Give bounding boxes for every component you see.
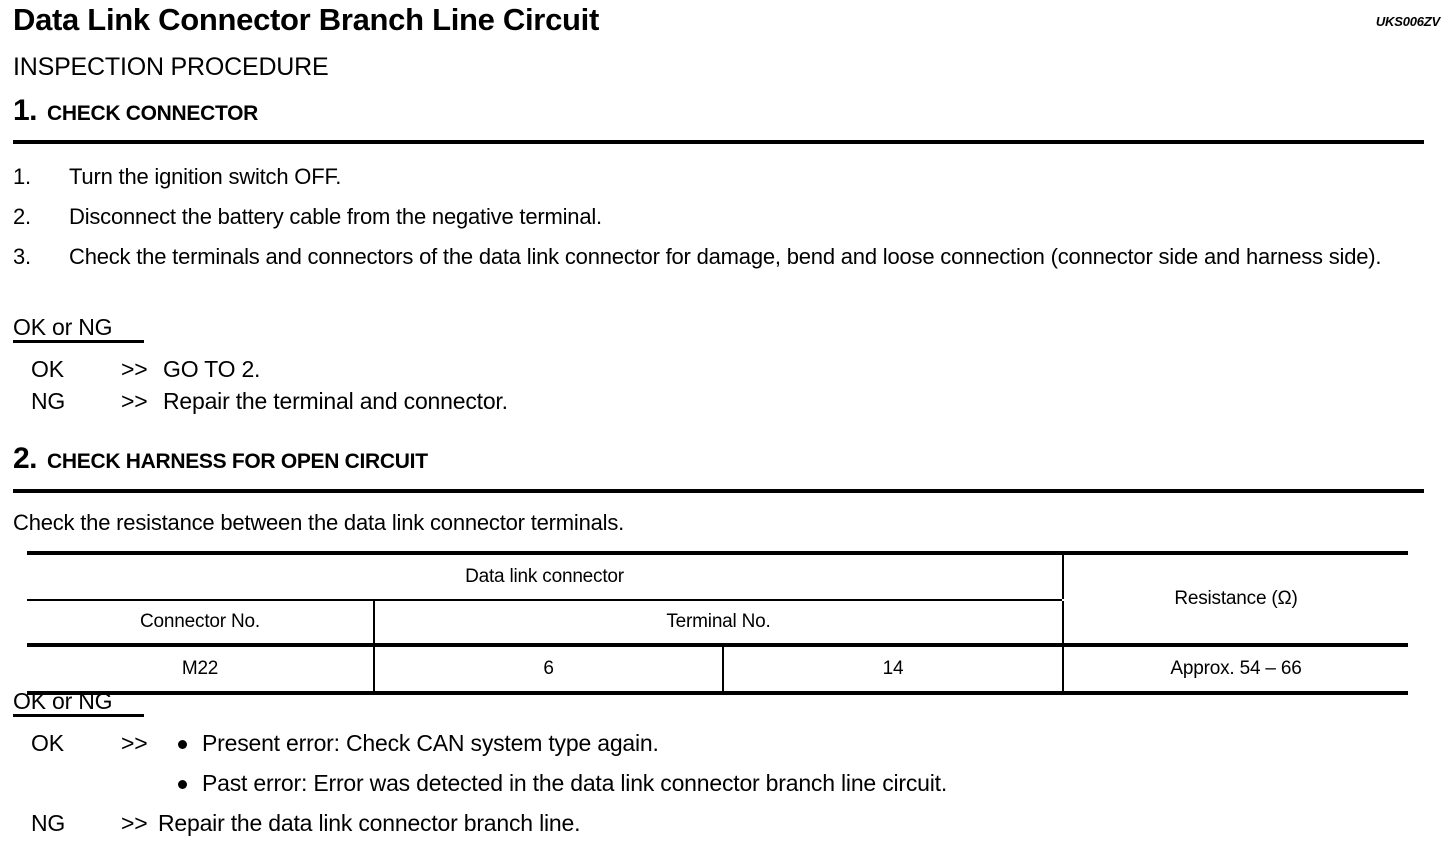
table-row: M22 6 14 Approx. 54 – 66 xyxy=(27,647,1408,691)
step-2-result-ng: NG >> Repair the data link connector bra… xyxy=(31,808,580,838)
step-2-ok-bullet-1: Present error: Check CAN system type aga… xyxy=(178,728,659,758)
step-1-result-label: OK or NG xyxy=(13,314,145,343)
step-2-label: CHECK HARNESS FOR OPEN CIRCUIT xyxy=(47,450,428,473)
bullet-icon xyxy=(178,740,187,749)
table-vline-terminals xyxy=(722,647,724,691)
step-1-divider xyxy=(13,140,1424,144)
table-cell-connector-no: M22 xyxy=(181,658,219,679)
table-vline-resistance xyxy=(1062,555,1064,599)
result-tag: OK xyxy=(31,356,64,382)
table-header-row-1: Data link connector Resistance (Ω) xyxy=(27,555,1408,609)
table-vline-resistance-3 xyxy=(1062,647,1064,691)
step-1-heading: 1. CHECK CONNECTOR xyxy=(13,96,258,126)
result-tag: NG xyxy=(31,810,66,836)
result-text: Repair the terminal and connector. xyxy=(163,388,508,414)
step-2-divider xyxy=(13,489,1424,493)
table-body-top-border xyxy=(27,643,1408,647)
table-vline-connector xyxy=(373,601,375,643)
result-arrow: >> xyxy=(121,388,148,414)
result-tag: NG xyxy=(31,388,66,414)
step-1-number: 1. xyxy=(13,94,38,127)
table-subheader-divider xyxy=(27,599,1408,601)
step-2-ok-bullet-2: Past error: Error was detected in the da… xyxy=(178,768,947,798)
list-item-text: Turn the ignition switch OFF. xyxy=(69,164,342,189)
table-bottom-border xyxy=(27,691,1408,695)
table-vline-connector-3 xyxy=(373,647,375,691)
bullet-text: Present error: Check CAN system type aga… xyxy=(202,730,659,756)
table-cell-terminal-a: 6 xyxy=(543,658,554,679)
result-text: GO TO 2. xyxy=(163,356,261,382)
table-vline-resistance-2 xyxy=(1062,601,1064,643)
step-1-label: CHECK CONNECTOR xyxy=(47,102,258,125)
bullet-text: Past error: Error was detected in the da… xyxy=(202,770,948,796)
table-top-border xyxy=(27,551,1408,555)
result-arrow: >> xyxy=(121,356,148,382)
table-header-resistance: Resistance (Ω) xyxy=(1174,588,1298,609)
step-2-heading: 2. CHECK HARNESS FOR OPEN CIRCUIT xyxy=(13,444,428,474)
step-2-instruction-text: Check the resistance between the data li… xyxy=(13,510,625,535)
list-item-text: Disconnect the battery cable from the ne… xyxy=(69,204,602,229)
result-arrow: >> xyxy=(121,810,148,836)
result-tag: OK xyxy=(31,730,64,756)
document-header: Data Link Connector Branch Line Circuit … xyxy=(0,0,1456,44)
step-2-result-label: OK or NG xyxy=(13,688,145,717)
document-code: UKS006ZV xyxy=(1375,14,1440,29)
result-arrow: >> xyxy=(121,730,148,756)
table-header-row-2: Connector No. Terminal No. xyxy=(27,601,1408,643)
list-item-number: 3. xyxy=(13,244,31,269)
table-group-header-data-link-connector: Data link connector xyxy=(465,566,624,587)
list-item: 1. Turn the ignition switch OFF. xyxy=(13,162,1424,191)
list-item: 3. Check the terminals and connectors of… xyxy=(13,242,1424,271)
step-2-instruction: Check the resistance between the data li… xyxy=(13,508,1424,537)
step-1-result-ng: NG >> Repair the terminal and connector. xyxy=(31,386,508,416)
bullet-icon xyxy=(178,780,187,789)
step-2-number: 2. xyxy=(13,442,38,475)
list-item-text: Check the terminals and connectors of th… xyxy=(69,244,1382,269)
page-title: Data Link Connector Branch Line Circuit xyxy=(13,2,599,37)
list-item-number: 2. xyxy=(13,204,31,229)
step-1-result-ok: OK >> GO TO 2. xyxy=(31,354,260,384)
result-text: Repair the data link connector branch li… xyxy=(158,810,581,836)
table-header-connector-no: Connector No. xyxy=(140,611,260,632)
section-subtitle: INSPECTION PROCEDURE xyxy=(13,53,329,81)
table-header-terminal-no: Terminal No. xyxy=(666,611,771,632)
list-item: 2. Disconnect the battery cable from the… xyxy=(13,202,1424,231)
list-item-number: 1. xyxy=(13,164,31,189)
resistance-table: Data link connector Resistance (Ω) Conne… xyxy=(27,551,1408,695)
table-cell-terminal-b: 14 xyxy=(882,658,904,679)
table-cell-resistance: Approx. 54 – 66 xyxy=(1170,658,1302,679)
